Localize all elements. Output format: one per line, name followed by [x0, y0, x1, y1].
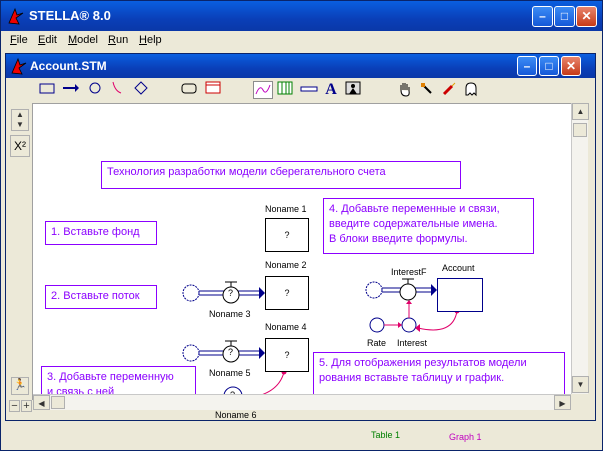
label-noname1: Noname 1 — [265, 204, 307, 214]
vertical-scroll-thumb[interactable] — [573, 123, 587, 137]
connector-noname6[interactable] — [241, 371, 285, 395]
menu-file[interactable]: File — [10, 34, 28, 46]
note-step2[interactable]: 2. Вставьте поток — [45, 285, 157, 309]
note-title[interactable]: Технология разработки модели сберегатель… — [101, 161, 461, 189]
horizontal-scrollbar[interactable]: ◀ ▶ — [33, 394, 571, 410]
ghost-icon[interactable] — [461, 81, 481, 99]
doc-minimize-button[interactable]: – — [517, 56, 537, 76]
dynamite-icon[interactable] — [439, 81, 459, 99]
converter-interest[interactable] — [401, 317, 417, 333]
zoom-in-icon[interactable]: + — [21, 400, 32, 412]
doc-close-button[interactable]: ✕ — [561, 56, 581, 76]
menu-model[interactable]: Model — [68, 34, 98, 46]
scroll-up-icon[interactable]: ▲ — [572, 103, 589, 120]
formula-toggle-icon[interactable]: X² — [10, 135, 30, 157]
building-blocks-toolbar: A — [7, 78, 594, 102]
scroll-right-icon[interactable]: ▶ — [554, 395, 571, 410]
note-step5-line2: рования вставьте таблицу и график. — [319, 372, 505, 384]
label-table1: Table 1 — [371, 430, 401, 440]
document-window: Account.STM – □ ✕ — [5, 53, 596, 442]
stock-noname1[interactable]: ? — [265, 218, 309, 252]
label-noname5: Noname 5 — [209, 368, 251, 378]
flow-interestf[interactable] — [365, 278, 437, 301]
scroll-down-icon[interactable]: ▼ — [572, 376, 589, 393]
document-titlebar[interactable]: Account.STM – □ ✕ — [6, 54, 595, 78]
hand-tool-icon[interactable] — [395, 81, 415, 99]
note-step3-line1: 3. Добавьте переменную — [47, 371, 174, 383]
picture-tool-icon[interactable] — [343, 81, 363, 99]
stella-logo-icon — [8, 7, 24, 25]
flow-tool-icon[interactable] — [61, 81, 81, 99]
label-account: Account — [442, 263, 475, 273]
stock-account[interactable] — [437, 278, 483, 312]
horizontal-scroll-thumb[interactable] — [51, 396, 65, 409]
stock-tool-icon[interactable] — [37, 81, 57, 99]
document-title: Account.STM — [30, 59, 107, 73]
flow-noname3[interactable] — [182, 281, 265, 304]
doc-maximize-button[interactable]: □ — [539, 56, 559, 76]
converter-tool-icon[interactable] — [85, 81, 105, 99]
converter-noname6[interactable] — [223, 386, 243, 395]
flow-noname5[interactable] — [182, 340, 265, 363]
numeric-display-icon[interactable] — [299, 81, 319, 99]
minimize-button[interactable]: – — [532, 6, 553, 27]
decision-tool-icon[interactable] — [131, 81, 151, 99]
text-tool-icon[interactable]: A — [325, 81, 337, 98]
paintbrush-icon[interactable] — [417, 81, 437, 99]
menu-edit[interactable]: Edit — [38, 34, 57, 46]
converter-rate[interactable] — [369, 317, 385, 333]
note-step1[interactable]: 1. Вставьте фонд — [45, 221, 157, 245]
layer-updown-icon[interactable]: ▲▼ — [11, 109, 29, 131]
label-noname3: Noname 3 — [209, 309, 251, 319]
connector-account-interest[interactable] — [417, 310, 458, 331]
menu-bar: File Edit Model Run Help — [2, 31, 601, 50]
zoom-out-icon[interactable]: − — [9, 400, 20, 412]
maximize-button[interactable]: □ — [554, 6, 575, 27]
note-step5-line1: 5. Для отображения результатов модели — [319, 357, 527, 369]
run-controller-icon[interactable]: 🏃 — [11, 377, 29, 395]
flow-noname3-mark: ? — [228, 288, 234, 298]
stock-noname5-target[interactable]: ? — [265, 338, 309, 372]
label-interestf: InterestF — [391, 267, 427, 277]
stella-logo-icon — [11, 57, 27, 75]
stock-noname4[interactable]: ? — [265, 276, 309, 310]
scroll-left-icon[interactable]: ◀ — [33, 395, 50, 410]
model-diagram — [182, 278, 460, 395]
close-button[interactable]: ✕ — [576, 6, 597, 27]
vertical-scrollbar[interactable]: ▲ ▼ — [571, 103, 589, 394]
note-step4-line3: В блоки введите формулы. — [329, 233, 468, 245]
menu-run[interactable]: Run — [108, 34, 129, 46]
menu-help[interactable]: Help — [139, 34, 162, 46]
button-tool-icon[interactable] — [179, 81, 199, 99]
graph-tool-icon[interactable] — [253, 81, 273, 99]
note-step4-line1: 4. Добавьте переменные и связи, — [329, 203, 500, 215]
label-graph1: Graph 1 — [449, 432, 482, 442]
app-title: STELLA® 8.0 — [29, 8, 111, 23]
label-rate: Rate — [367, 338, 387, 348]
note-step4-line2: введите содержательные имена. — [329, 218, 498, 230]
note-step5[interactable]: 5. Для отображения результатов модели ро… — [313, 352, 565, 400]
note-step4[interactable]: 4. Добавьте переменные и связи, введите … — [323, 198, 534, 254]
sector-tool-icon[interactable] — [203, 81, 223, 99]
app-titlebar[interactable]: STELLA® 8.0 – □ ✕ — [1, 1, 602, 31]
label-noname4: Noname 4 — [265, 322, 307, 332]
connector-tool-icon[interactable] — [107, 81, 127, 99]
label-noname2: Noname 2 — [265, 260, 307, 270]
label-interest: Interest — [397, 338, 428, 348]
left-tool-strip: ▲▼ X² 🏃 — [7, 103, 33, 400]
label-noname6: Noname 6 — [215, 410, 257, 420]
table-tool-icon[interactable] — [275, 81, 295, 99]
model-canvas[interactable]: ? ? ? ? ? ? Noname 1 Noname 2 Noname 3 N… — [33, 103, 573, 442]
flow-noname5-mark: ? — [228, 347, 234, 357]
